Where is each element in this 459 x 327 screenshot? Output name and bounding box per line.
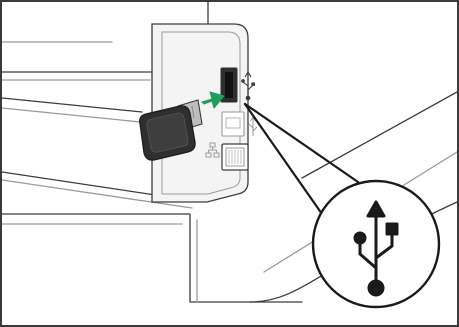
usb-port-active xyxy=(220,67,238,103)
insert-arrow-icon xyxy=(201,91,225,109)
usb-port-b xyxy=(221,111,245,137)
callout-lines xyxy=(243,102,360,216)
usb-symbol-icon xyxy=(353,200,399,297)
usb-drive-body xyxy=(139,105,196,161)
usb-port-diagram xyxy=(2,2,457,309)
network-port xyxy=(221,143,249,171)
usb-flash-drive xyxy=(139,99,203,161)
network-symbol-icon xyxy=(205,142,220,158)
usb-symbol-icon xyxy=(241,70,255,101)
